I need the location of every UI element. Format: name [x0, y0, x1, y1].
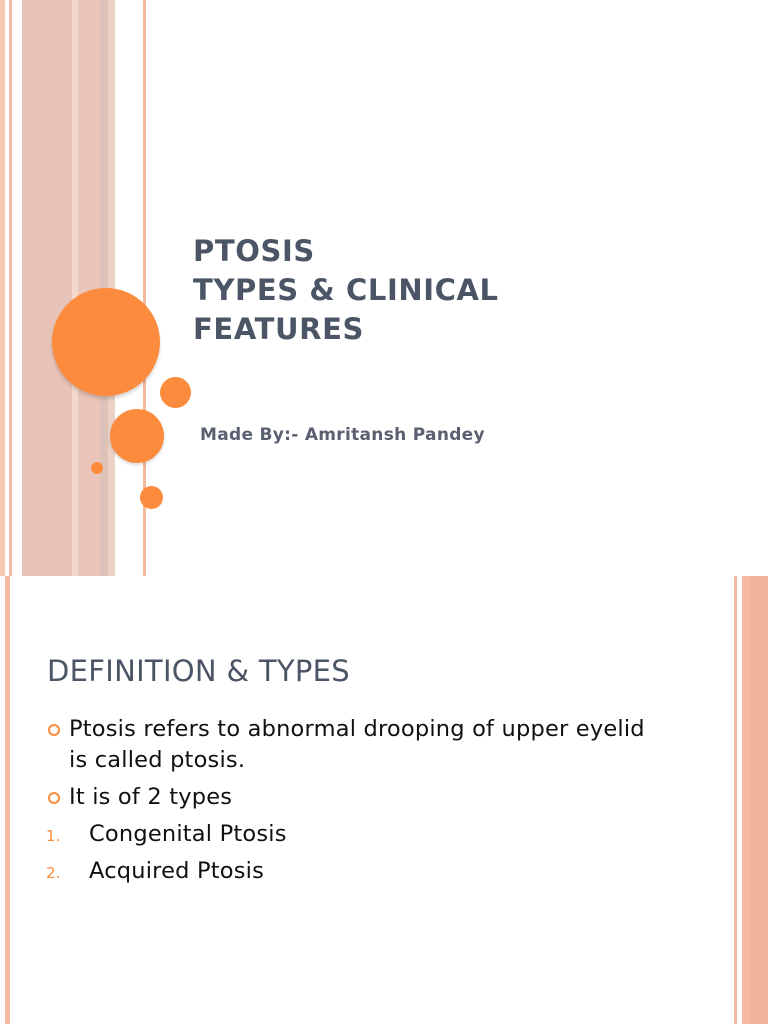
slide-subtitle: Made By:- Amritansh Pandey	[200, 425, 485, 445]
decorative-stripe	[0, 0, 5, 576]
list-number: 2.	[46, 864, 61, 882]
title-line: TYPES & CLINICAL	[193, 273, 499, 307]
numbered-item: 1. Congenital Ptosis	[46, 819, 666, 850]
title-line: FEATURES	[193, 312, 364, 346]
decorative-stripe	[22, 0, 72, 576]
content-slide	[0, 576, 768, 1024]
decorative-stripe	[78, 0, 100, 576]
decorative-stripe	[751, 576, 768, 1024]
decorative-circle	[160, 377, 191, 408]
decorative-stripe	[742, 576, 751, 1024]
bullet-item: Ptosis refers to abnormal drooping of up…	[46, 714, 666, 776]
numbered-item: 2. Acquired Ptosis	[46, 856, 666, 887]
decorative-circle	[140, 486, 163, 509]
bullet-ring-icon	[48, 792, 60, 804]
bullet-ring-icon	[48, 724, 60, 736]
bullet-text: It is of 2 types	[69, 784, 233, 810]
bullet-item: It is of 2 types	[46, 782, 666, 813]
decorative-circle-small	[91, 462, 103, 474]
title-line: PTOSIS	[193, 234, 315, 268]
decorative-stripe	[5, 576, 10, 1024]
decorative-stripe	[734, 576, 737, 1024]
slide-content: Ptosis refers to abnormal drooping of up…	[46, 714, 666, 893]
list-number: 1.	[46, 827, 61, 845]
numbered-text: Acquired Ptosis	[89, 858, 265, 884]
decorative-stripe	[143, 0, 146, 576]
slide-heading: DEFINITION & TYPES	[47, 654, 351, 688]
decorative-stripe	[72, 0, 78, 576]
slide-title: PTOSIS TYPES & CLINICAL FEATURES	[193, 232, 673, 349]
numbered-text: Congenital Ptosis	[89, 821, 287, 847]
title-slide: PTOSIS TYPES & CLINICAL FEATURES Made By…	[0, 0, 673, 576]
decorative-circle-large	[52, 288, 160, 396]
bullet-text: Ptosis refers to abnormal drooping of up…	[69, 716, 645, 773]
decorative-circle	[110, 409, 164, 463]
decorative-stripe	[9, 0, 12, 576]
